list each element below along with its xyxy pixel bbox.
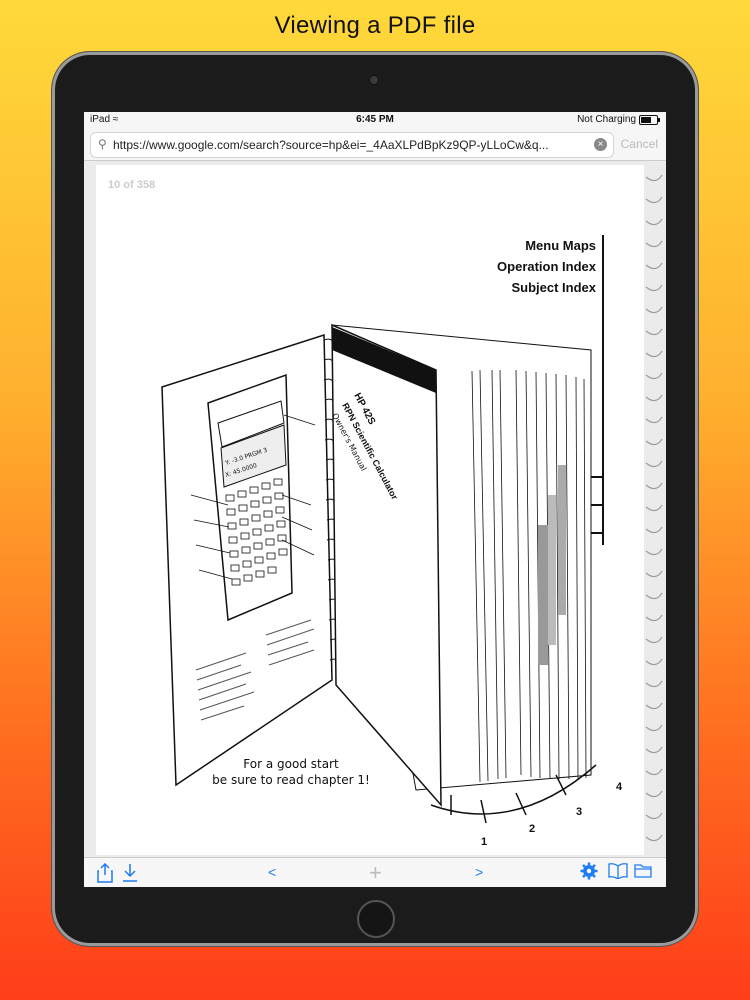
screen: iPad ≈ 6:45 PM Not Charging ⚲ https://ww…	[84, 112, 666, 887]
section-number-1: 1	[481, 836, 487, 848]
charging-status: Not Charging	[577, 114, 636, 125]
camera	[370, 76, 378, 84]
url-text[interactable]: https://www.google.com/search?source=hp&…	[113, 138, 549, 152]
folder-icon[interactable]	[634, 863, 652, 883]
section-number-3: 3	[576, 806, 582, 818]
wifi-icon: ≈	[112, 114, 119, 125]
download-icon[interactable]	[122, 863, 138, 887]
tab-label-operation-index: Operation Index	[497, 259, 597, 274]
share-icon[interactable]	[96, 862, 114, 887]
clear-icon[interactable]: ×	[594, 138, 607, 151]
ring-binding	[645, 174, 663, 842]
address-bar-area: ⚲ https://www.google.com/search?source=h…	[84, 128, 666, 161]
book-icon[interactable]	[608, 863, 628, 884]
clock: 6:45 PM	[356, 114, 394, 125]
caption-line1: For a good start	[243, 757, 339, 771]
next-page-button[interactable]: >	[475, 864, 484, 880]
headline: Viewing a PDF file	[274, 12, 476, 39]
manual-illustration: Menu Maps Operation Index Subject Index …	[161, 235, 623, 848]
prev-page-button[interactable]: <	[268, 864, 277, 880]
caption-line2: be sure to read chapter 1!	[212, 773, 370, 787]
cancel-button[interactable]: Cancel	[620, 137, 658, 151]
tab-label-menu-maps: Menu Maps	[525, 238, 596, 253]
battery-icon	[639, 115, 660, 125]
page-indicator: 10 of 358	[108, 179, 156, 191]
bottom-toolbar: < + >	[84, 857, 666, 887]
add-button[interactable]: +	[369, 860, 382, 885]
device-label: iPad ≈	[90, 114, 119, 125]
address-bar[interactable]: ⚲ https://www.google.com/search?source=h…	[90, 132, 614, 158]
home-button[interactable]	[357, 900, 395, 938]
gear-icon[interactable]	[580, 862, 598, 885]
tab-label-subject-index: Subject Index	[511, 280, 596, 295]
pdf-page[interactable]: 10 of 358 Menu Maps Operation Index Subj…	[96, 165, 644, 855]
section-number-2: 2	[529, 823, 535, 835]
search-icon: ⚲	[98, 137, 107, 151]
section-number-4: 4	[616, 781, 623, 793]
status-bar: iPad ≈ 6:45 PM Not Charging	[84, 112, 666, 128]
